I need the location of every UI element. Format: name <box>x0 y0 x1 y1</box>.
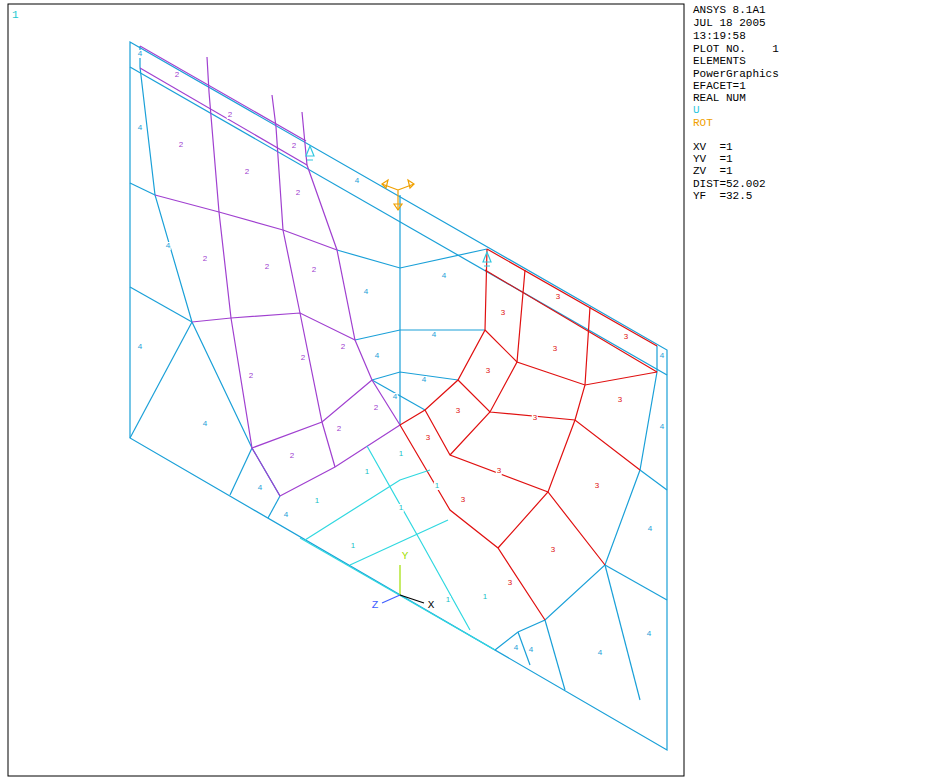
real-number: 1 <box>482 593 488 601</box>
real-number: 1 <box>350 542 356 550</box>
real-number: 2 <box>336 425 342 433</box>
header-line: ELEMENTS <box>693 56 746 67</box>
real-number: 4 <box>513 644 519 652</box>
real-number: 2 <box>227 111 233 119</box>
header-line: ZV =1 <box>693 166 733 177</box>
mesh-real-1 <box>300 446 495 650</box>
header-line: ANSYS 8.1A1 <box>693 5 766 16</box>
real-number: 4 <box>431 331 437 339</box>
real-number: 2 <box>248 372 254 380</box>
real-number: 4 <box>528 646 534 654</box>
real-number: 3 <box>550 546 556 554</box>
real-number: 4 <box>202 420 208 428</box>
plot-number: 1 <box>12 10 19 21</box>
real-number: 2 <box>289 452 295 460</box>
mesh-real-4 <box>130 42 667 750</box>
real-number: 4 <box>137 50 143 58</box>
real-number: 1 <box>434 482 440 490</box>
real-number: 2 <box>202 255 208 263</box>
real-number: 3 <box>532 414 538 422</box>
real-number: 3 <box>555 293 561 301</box>
header-line: U <box>693 105 700 116</box>
real-number: 3 <box>552 345 558 353</box>
real-number: 4 <box>597 649 603 657</box>
real-number: 4 <box>421 376 427 384</box>
axis-triad <box>382 565 424 603</box>
real-number: 3 <box>623 333 629 341</box>
real-number: 1 <box>445 596 451 604</box>
real-number: 4 <box>441 272 447 280</box>
rotation-constraint <box>382 180 414 210</box>
real-number: 3 <box>507 579 513 587</box>
axis-label: X <box>428 600 435 611</box>
real-number: 3 <box>500 309 506 317</box>
axis-label: Y <box>402 551 409 562</box>
real-number: 4 <box>659 352 665 360</box>
real-number: 2 <box>264 263 270 271</box>
real-number: 4 <box>647 525 653 533</box>
real-number: 2 <box>291 142 297 150</box>
real-number: 4 <box>659 423 665 431</box>
real-number: 4 <box>374 352 380 360</box>
real-number: 3 <box>496 467 502 475</box>
real-number: 4 <box>137 124 143 132</box>
plot-frame <box>8 4 684 776</box>
real-number: 3 <box>425 434 431 442</box>
axis-label: Z <box>372 600 379 611</box>
real-number: 4 <box>283 511 289 519</box>
real-number: 3 <box>460 496 466 504</box>
real-number: 1 <box>364 468 370 476</box>
real-number: 4 <box>165 242 171 250</box>
real-number: 3 <box>455 407 461 415</box>
header-line: YV =1 <box>693 154 733 165</box>
real-number: 4 <box>646 630 652 638</box>
real-number: 2 <box>340 343 346 351</box>
real-number: 1 <box>398 504 404 512</box>
real-number: 4 <box>354 177 360 185</box>
header-line: PowerGraphics <box>693 69 779 80</box>
real-number: 4 <box>257 484 263 492</box>
real-number: 4 <box>392 393 398 401</box>
header-line: 13:19:58 <box>693 31 746 42</box>
real-number: 4 <box>363 288 369 296</box>
real-number: 2 <box>174 71 180 79</box>
header-line: JUL 18 2005 <box>693 18 766 29</box>
real-number: 2 <box>295 189 301 197</box>
header-line: ROT <box>693 118 713 129</box>
header-line: PLOT NO. 1 <box>693 44 779 55</box>
header-line: EFACET=1 <box>693 81 746 92</box>
mesh-real-2 <box>140 46 400 496</box>
header-line: YF =32.5 <box>693 191 752 202</box>
real-number: 1 <box>398 450 404 458</box>
real-number: 2 <box>311 266 317 274</box>
displacement-constraint <box>306 146 491 266</box>
real-number: 3 <box>617 396 623 404</box>
header-line: REAL NUM <box>693 93 746 104</box>
real-number: 2 <box>244 168 250 176</box>
mesh-real-3 <box>400 249 657 620</box>
header-line: XV =1 <box>693 142 733 153</box>
real-number: 2 <box>178 141 184 149</box>
real-number: 2 <box>300 354 306 362</box>
real-number: 3 <box>594 482 600 490</box>
real-number: 1 <box>314 497 320 505</box>
real-number: 2 <box>373 404 379 412</box>
real-number: 4 <box>137 343 143 351</box>
real-number: 3 <box>485 367 491 375</box>
header-line: DIST=52.002 <box>693 179 766 190</box>
